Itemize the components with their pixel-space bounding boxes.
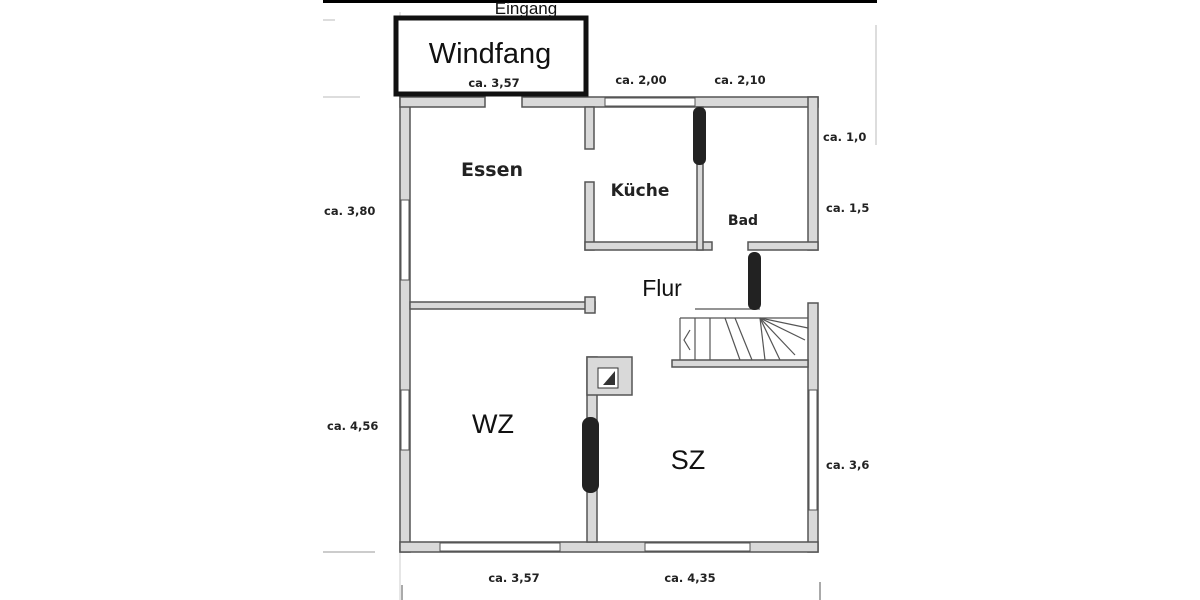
windfang-label: Windfang: [429, 38, 552, 70]
dim-bottom-right: ca. 4,35: [664, 571, 715, 585]
window: [400, 199, 410, 281]
window: [439, 542, 561, 552]
wall-kueche-bottom: [584, 241, 713, 251]
room-label-wz: WZ: [472, 409, 514, 439]
top-border: [323, 0, 877, 3]
dim-top-right: ca. 2,10: [714, 73, 765, 87]
door-marker: [582, 417, 599, 493]
door-marker: [748, 252, 761, 310]
window: [604, 97, 696, 107]
room-label-bad: Bad: [728, 213, 758, 229]
dim-left-lower: ca. 4,56: [327, 419, 378, 433]
wall-right-upper: [807, 96, 819, 251]
dim-right-middle: ca. 1,5: [826, 201, 869, 215]
room-label-sz: SZ: [671, 445, 706, 475]
door-marker: [693, 107, 706, 165]
room-label-essen: Essen: [461, 159, 523, 181]
dim-bottom-left: ca. 3,57: [488, 571, 539, 585]
wall-top: [399, 96, 486, 108]
room-label-flur: Flur: [642, 275, 682, 301]
wall-stub: [584, 296, 596, 314]
wall-kueche-left: [584, 181, 595, 251]
chimney-mark: [603, 371, 615, 385]
dim-top-left: ca. 3,57: [468, 76, 519, 90]
wall-essen-wz: [409, 301, 596, 310]
staircase: [671, 308, 809, 368]
dim-right-upper: ca. 1,0: [823, 130, 866, 144]
wall-kueche-upper: [584, 106, 595, 150]
dim-top-middle: ca. 2,00: [615, 73, 666, 87]
dim-right-lower: ca. 3,6: [826, 458, 869, 472]
wall-bottom: [399, 541, 819, 553]
door-markers: [582, 107, 761, 493]
wall-left: [399, 96, 411, 553]
windfang-highlight-box: [393, 15, 589, 97]
dim-left-upper: ca. 3,80: [324, 204, 375, 218]
entrance-label: Eingang: [495, 0, 557, 18]
wall-bad-bottom: [747, 241, 819, 251]
window: [808, 389, 818, 511]
window: [400, 389, 410, 451]
window: [644, 542, 751, 552]
room-label-kueche: Küche: [611, 181, 670, 201]
